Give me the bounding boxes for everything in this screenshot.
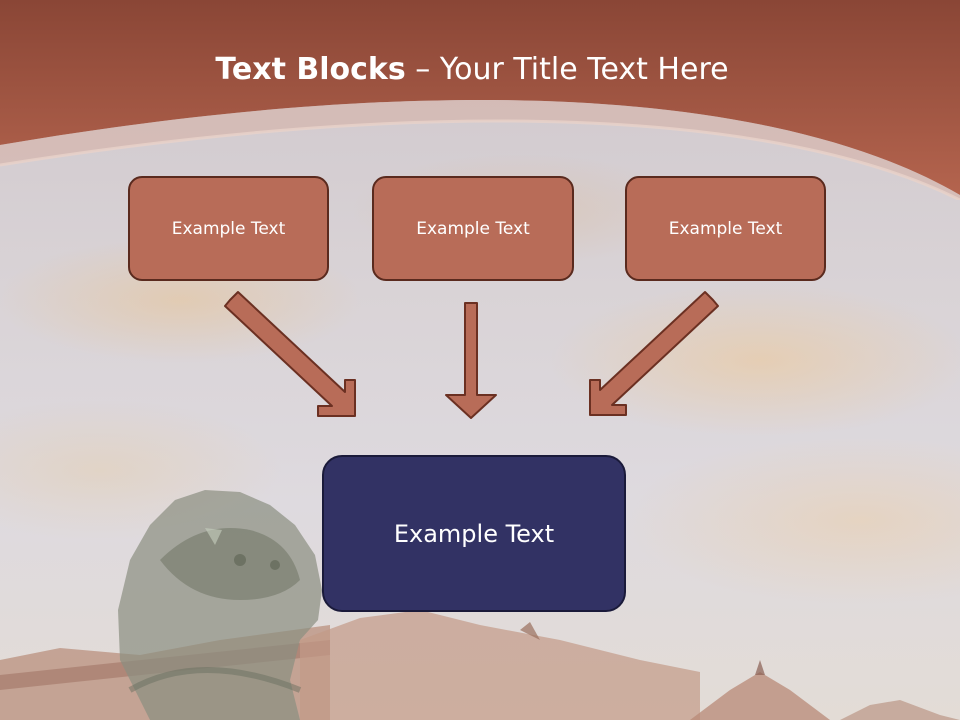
arrow-down-right-icon bbox=[224, 291, 356, 417]
page-title: Text Blocks – Your Title Text Here bbox=[0, 52, 944, 87]
text-block-left[interactable]: Example Text bbox=[128, 176, 329, 281]
text-block-label: Example Text bbox=[668, 218, 783, 239]
arrow-down-left-icon bbox=[589, 291, 719, 416]
header-banner bbox=[0, 0, 960, 200]
text-block-center[interactable]: Example Text bbox=[372, 176, 574, 281]
text-block-main[interactable]: Example Text bbox=[322, 455, 626, 612]
arrow-down-icon bbox=[445, 302, 497, 419]
text-block-main-label: Example Text bbox=[393, 519, 555, 548]
title-bold-text: Text Blocks bbox=[215, 52, 406, 87]
title-subtitle-text: Your Title Text Here bbox=[439, 52, 729, 87]
text-block-right[interactable]: Example Text bbox=[625, 176, 826, 281]
text-block-label: Example Text bbox=[416, 218, 530, 239]
title-separator: – bbox=[405, 52, 440, 87]
text-block-label: Example Text bbox=[171, 218, 286, 239]
